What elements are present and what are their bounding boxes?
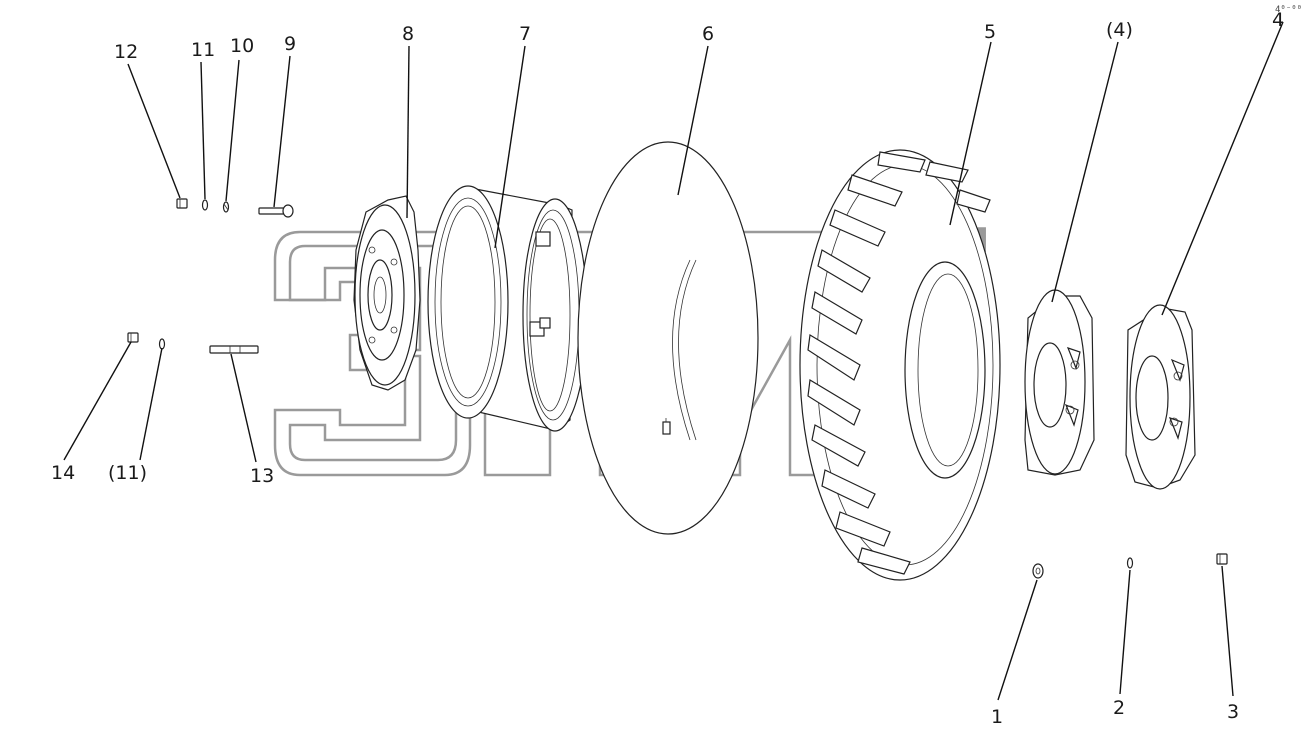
corner-mark: 4⁰⁻⁰⁰⁰: [1275, 5, 1303, 15]
washer-11b: [158, 338, 166, 350]
callout-4b: (4): [1106, 19, 1133, 41]
leader-9: [273, 55, 291, 208]
leader-10: [225, 59, 240, 202]
leader-7: [494, 45, 526, 249]
callout-3: 3: [1227, 701, 1239, 723]
nut-14: [127, 332, 139, 343]
bolt-9: [258, 204, 294, 218]
leader-1: [997, 579, 1038, 701]
leader-4: [1161, 21, 1284, 316]
callout-4: 4: [1272, 9, 1284, 31]
callout-1: 1: [991, 706, 1003, 728]
leader-6: [677, 45, 709, 196]
callout-2: 2: [1113, 697, 1125, 719]
washer-1: [1032, 563, 1044, 579]
nut-3: [1216, 553, 1228, 565]
rim-7: [427, 185, 588, 432]
spring-washer-10: [222, 201, 230, 213]
spring-washer-2: [1126, 557, 1134, 569]
leader-2: [1119, 569, 1131, 695]
callout-6: 6: [702, 23, 714, 45]
washer-11: [201, 199, 209, 211]
wheel-weight-4b: [1024, 289, 1095, 476]
leader-3: [1221, 565, 1234, 697]
leader-14: [63, 341, 132, 461]
callout-12: 12: [114, 41, 138, 63]
inner-tube-6: [577, 141, 759, 535]
callout-11b: (11): [108, 462, 147, 484]
stud-13: [209, 345, 259, 354]
callout-8: 8: [402, 23, 414, 45]
leader-11b: [139, 347, 163, 461]
callout-9: 9: [284, 33, 296, 55]
callout-11: 11: [191, 39, 215, 61]
leader-13: [230, 353, 257, 463]
hub-disc-8: [353, 195, 421, 391]
callout-10: 10: [230, 35, 254, 57]
nut-12: [176, 198, 188, 209]
leader-8: [406, 45, 410, 219]
wheel-weight-4: [1125, 304, 1196, 490]
leader-11: [200, 61, 206, 200]
tire-5: [799, 149, 1001, 581]
leader-lines: [63, 21, 1284, 701]
leader-4b: [1051, 41, 1119, 303]
callout-labels: 12 11 10 9 8 7 6 5 (4) 4 4⁰⁻⁰⁰⁰ 14 (11) …: [51, 5, 1303, 728]
leader-12: [127, 63, 181, 199]
callout-5: 5: [984, 21, 996, 43]
callout-14: 14: [51, 462, 75, 484]
leader-5: [949, 41, 992, 226]
callout-7: 7: [519, 23, 531, 45]
callout-13: 13: [250, 465, 274, 487]
